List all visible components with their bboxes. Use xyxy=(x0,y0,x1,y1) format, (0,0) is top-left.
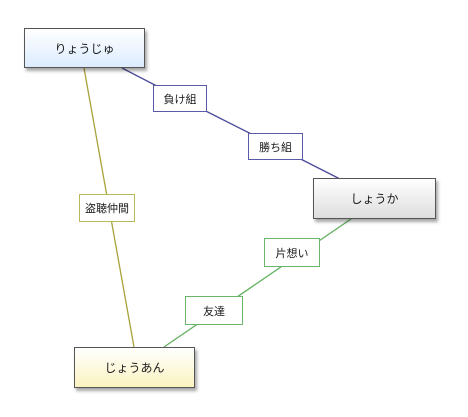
edge-label-touchou[interactable]: 盗聴仲間 xyxy=(79,194,135,222)
edge-label-makegumi[interactable]: 負け組 xyxy=(153,85,207,112)
edge-label-touchou-text: 盗聴仲間 xyxy=(85,202,129,215)
node-ryouju-label: りょうじゅ xyxy=(54,41,115,56)
node-ryouju[interactable]: りょうじゅ xyxy=(24,28,145,68)
edge-label-kachigumi[interactable]: 勝ち組 xyxy=(248,133,303,160)
node-shouka-label: しょうか xyxy=(350,192,399,206)
node-jouan-label: じょうあん xyxy=(104,361,165,375)
edge-label-tomodachi-text: 友達 xyxy=(203,304,225,318)
edge-label-kachigumi-text: 勝ち組 xyxy=(259,140,292,154)
node-jouan[interactable]: じょうあん xyxy=(74,347,195,388)
edge-label-kataomoi[interactable]: 片想い xyxy=(264,238,320,267)
edge-label-kataomoi-text: 片想い xyxy=(275,246,309,260)
edge-shouka-jouan xyxy=(163,218,352,348)
edge-label-tomodachi[interactable]: 友達 xyxy=(185,296,243,325)
node-shouka[interactable]: しょうか xyxy=(313,178,436,219)
edge-label-makegumi-text: 負け組 xyxy=(163,92,197,106)
